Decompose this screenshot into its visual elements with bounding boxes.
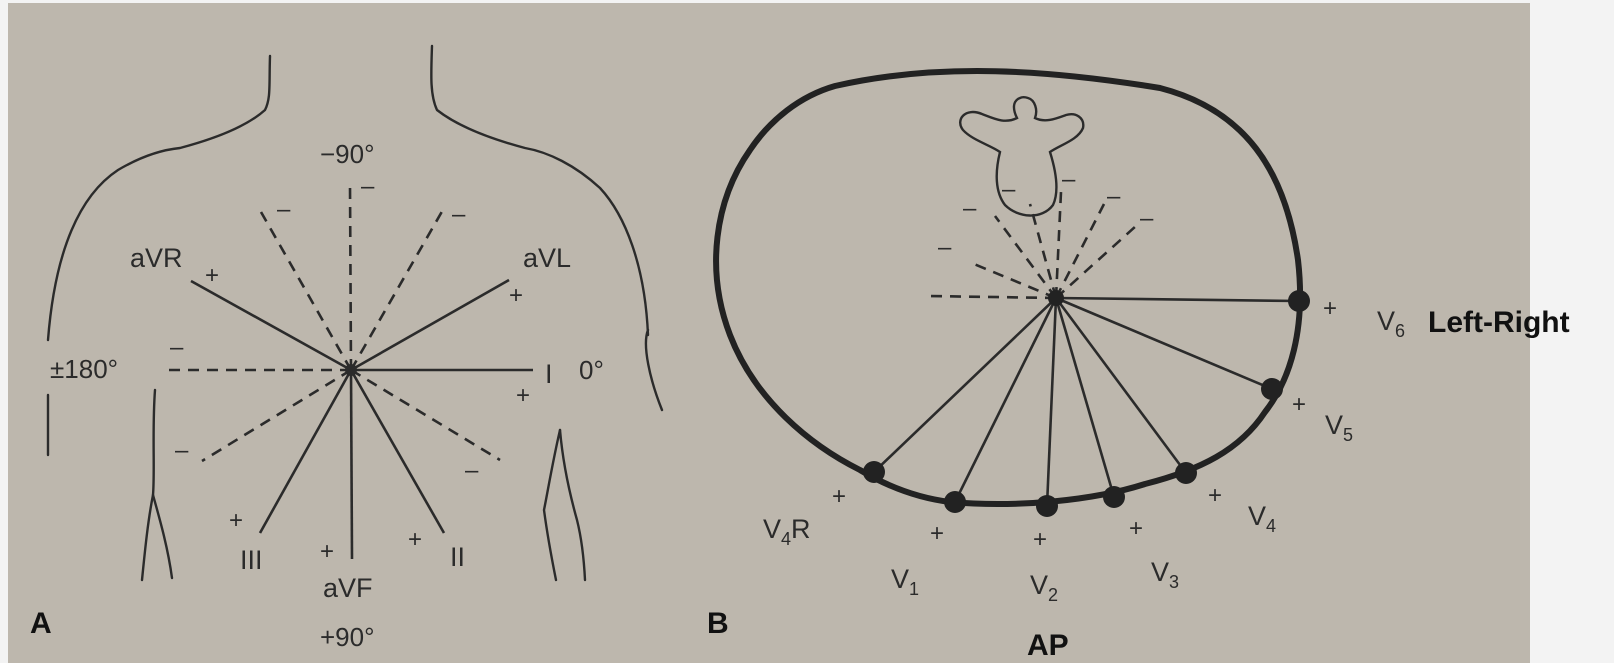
minus-180: –	[170, 334, 184, 361]
plus-v4r: +	[832, 483, 846, 510]
plus-iii: +	[229, 507, 243, 534]
torso-outline	[48, 46, 662, 580]
lead-avf-axis	[351, 370, 352, 559]
label-avr: aVR	[130, 243, 183, 273]
label-v1: V1	[891, 564, 919, 599]
plus-avr: +	[205, 262, 219, 289]
label-ii: II	[450, 542, 465, 572]
lead-iii-axis	[260, 370, 351, 533]
label-i: I	[545, 359, 553, 389]
label-avf: aVF	[323, 573, 373, 603]
plus-v6: +	[1323, 295, 1337, 322]
neg-avl-axis	[202, 370, 351, 461]
minus-b-6: –	[938, 234, 952, 261]
axis-label-ap: AP	[1027, 629, 1069, 662]
minus-90: –	[361, 173, 375, 200]
minus-b-4: –	[1107, 183, 1121, 210]
label-iii: III	[240, 545, 263, 575]
angle-plus-90: +90°	[320, 622, 375, 652]
lead-avr-axis	[191, 281, 351, 370]
label-v4: V4	[1248, 501, 1276, 536]
plus-v2: +	[1033, 526, 1047, 553]
neg-v4-axis	[995, 216, 1056, 298]
frontal-axes	[167, 185, 533, 559]
plus-v1: +	[930, 520, 944, 547]
angle-minus-90: −90°	[320, 139, 375, 169]
minus-upper-right: –	[452, 201, 466, 228]
frontal-labels: −90° ±180° 0° +90° aVR aVL I II III aVF …	[30, 139, 604, 652]
neg-v1-axis	[1056, 204, 1104, 298]
chest-cross-section	[716, 71, 1300, 504]
neg-lead-iii-axis	[351, 208, 444, 370]
plus-avl: +	[509, 282, 523, 309]
spine-vertebra	[960, 97, 1083, 215]
neg-90-axis	[350, 185, 351, 370]
label-v3: V3	[1151, 557, 1179, 592]
label-v6: V6	[1377, 306, 1405, 341]
neg-avr-axis	[351, 370, 500, 460]
angle-0: 0°	[579, 355, 604, 385]
axis-label-left-right: Left-Right	[1428, 306, 1570, 339]
panel-b-letter: B	[707, 607, 729, 640]
plus-i: +	[516, 382, 530, 409]
electrode-v5	[1261, 378, 1283, 400]
label-avl: aVL	[523, 243, 571, 273]
lead-avl-axis	[351, 280, 509, 370]
minus-upper-left: –	[277, 196, 291, 223]
label-v2: V2	[1030, 570, 1058, 605]
horizontal-labels: + + + + + + + – – – – – – V6 V5 V4 V3 V2…	[707, 166, 1570, 662]
neg-v3-axis	[1030, 204, 1056, 298]
lead-v3-axis	[1056, 298, 1114, 497]
minus-b-3: –	[963, 195, 977, 222]
electrode-v3	[1103, 486, 1125, 508]
minus-b-1: –	[1002, 176, 1016, 203]
lead-v1-axis	[955, 298, 1056, 502]
electrode-v2	[1036, 495, 1058, 517]
horizontal-axes	[863, 192, 1310, 517]
minus-b-2: –	[1062, 166, 1076, 193]
lead-ii-axis	[351, 370, 444, 533]
label-v4r: V4R	[763, 514, 811, 549]
horizontal-center-dot	[1048, 290, 1064, 306]
electrode-v4r	[863, 461, 885, 483]
plus-v4: +	[1208, 482, 1222, 509]
plus-ii: +	[408, 526, 422, 553]
electrode-v1	[944, 491, 966, 513]
neg-v6-axis	[928, 296, 1056, 298]
minus-lower-right: –	[465, 457, 479, 484]
minus-b-5: –	[1140, 205, 1154, 232]
panel-a-letter: A	[30, 607, 52, 640]
neg-v4r-axis	[1056, 226, 1136, 298]
lead-v6-axis	[1056, 298, 1299, 301]
lead-v4r-axis	[874, 298, 1056, 472]
plus-v3: +	[1129, 515, 1143, 542]
angle-plus-minus-180: ±180°	[50, 354, 118, 384]
frontal-center-dot	[345, 364, 357, 376]
minus-lower-left: –	[175, 437, 189, 464]
electrode-v6	[1288, 290, 1310, 312]
plus-v5: +	[1292, 391, 1306, 418]
neg-v2-axis	[1056, 192, 1061, 298]
lead-v2-axis	[1047, 298, 1056, 506]
plus-avf: +	[320, 538, 334, 565]
label-v5: V5	[1325, 410, 1353, 445]
electrode-v4	[1175, 462, 1197, 484]
